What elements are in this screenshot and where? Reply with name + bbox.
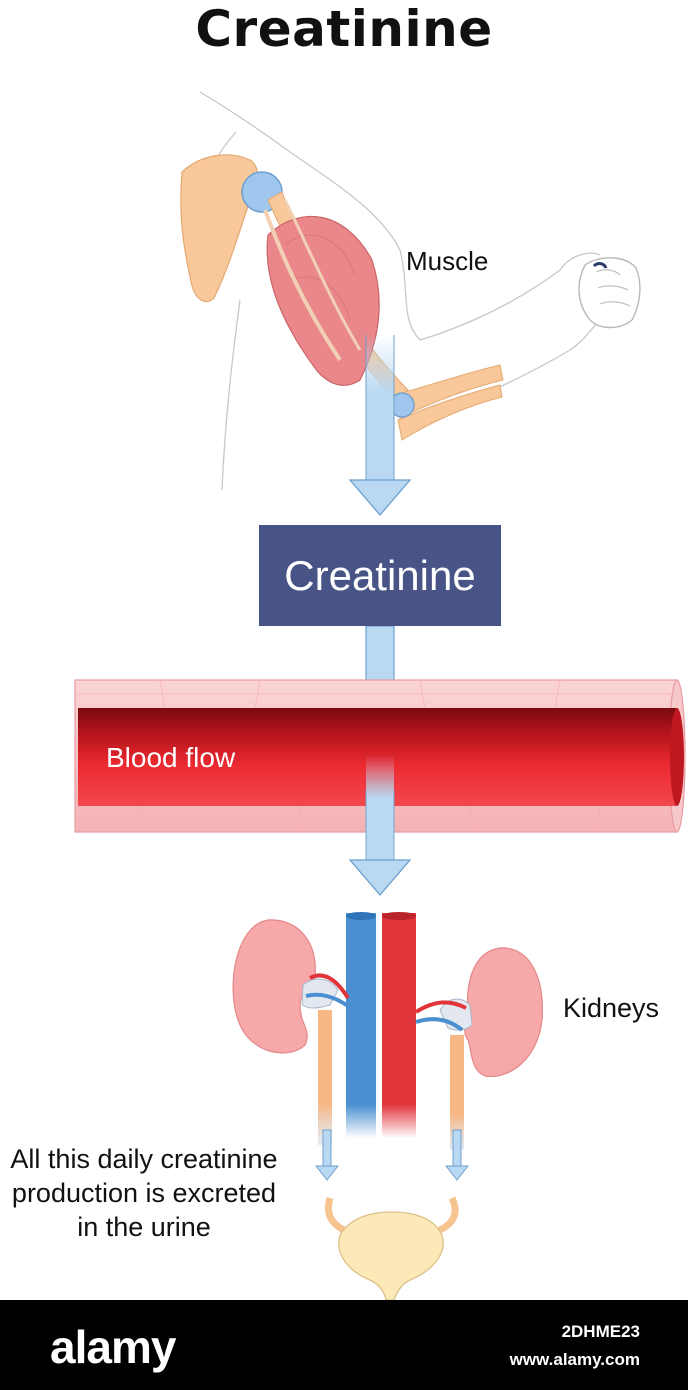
alamy-logo: alamy	[50, 1321, 176, 1373]
aorta	[382, 913, 416, 1138]
stock-url: www.alamy.com	[509, 1350, 640, 1369]
right-ureter	[450, 1035, 464, 1150]
biceps-muscle	[263, 199, 380, 386]
stock-image-id: 2DHME23	[561, 1322, 640, 1341]
left-kidney	[232, 919, 316, 1054]
excretion-line-3: in the urine	[77, 1212, 211, 1242]
watermark-footer: alamy 2DHME23 www.alamy.com	[0, 1300, 688, 1390]
right-kidney	[464, 947, 543, 1078]
muscle-label: Muscle	[406, 246, 489, 276]
creatinine-box-label: Creatinine	[284, 551, 476, 599]
page-title: Creatinine	[195, 0, 493, 58]
bladder-illustration	[324, 1196, 459, 1300]
arrow-blood-to-kidneys	[348, 755, 412, 896]
small-arrow-left	[314, 1129, 340, 1181]
diagram-illustration	[74, 91, 686, 1300]
creatinine-box: Creatinine	[259, 525, 501, 626]
scapula-bone	[180, 154, 283, 303]
small-arrow-right	[444, 1129, 470, 1181]
excretion-line-1: All this daily creatinine	[10, 1144, 278, 1174]
kidneys-illustration	[232, 912, 543, 1181]
excretion-line-2: production is excreted	[11, 1178, 277, 1208]
forearm-bones	[389, 364, 504, 441]
blood-flow-label: Blood flow	[106, 742, 236, 773]
left-ureter	[318, 1010, 332, 1145]
kidneys-label: Kidneys	[563, 993, 660, 1023]
excretion-caption: All this daily creatinine production is …	[0, 1142, 288, 1244]
vena-cava	[346, 913, 376, 1138]
fist-icon	[578, 257, 641, 329]
arrow-muscle-to-creatinine	[348, 335, 412, 516]
